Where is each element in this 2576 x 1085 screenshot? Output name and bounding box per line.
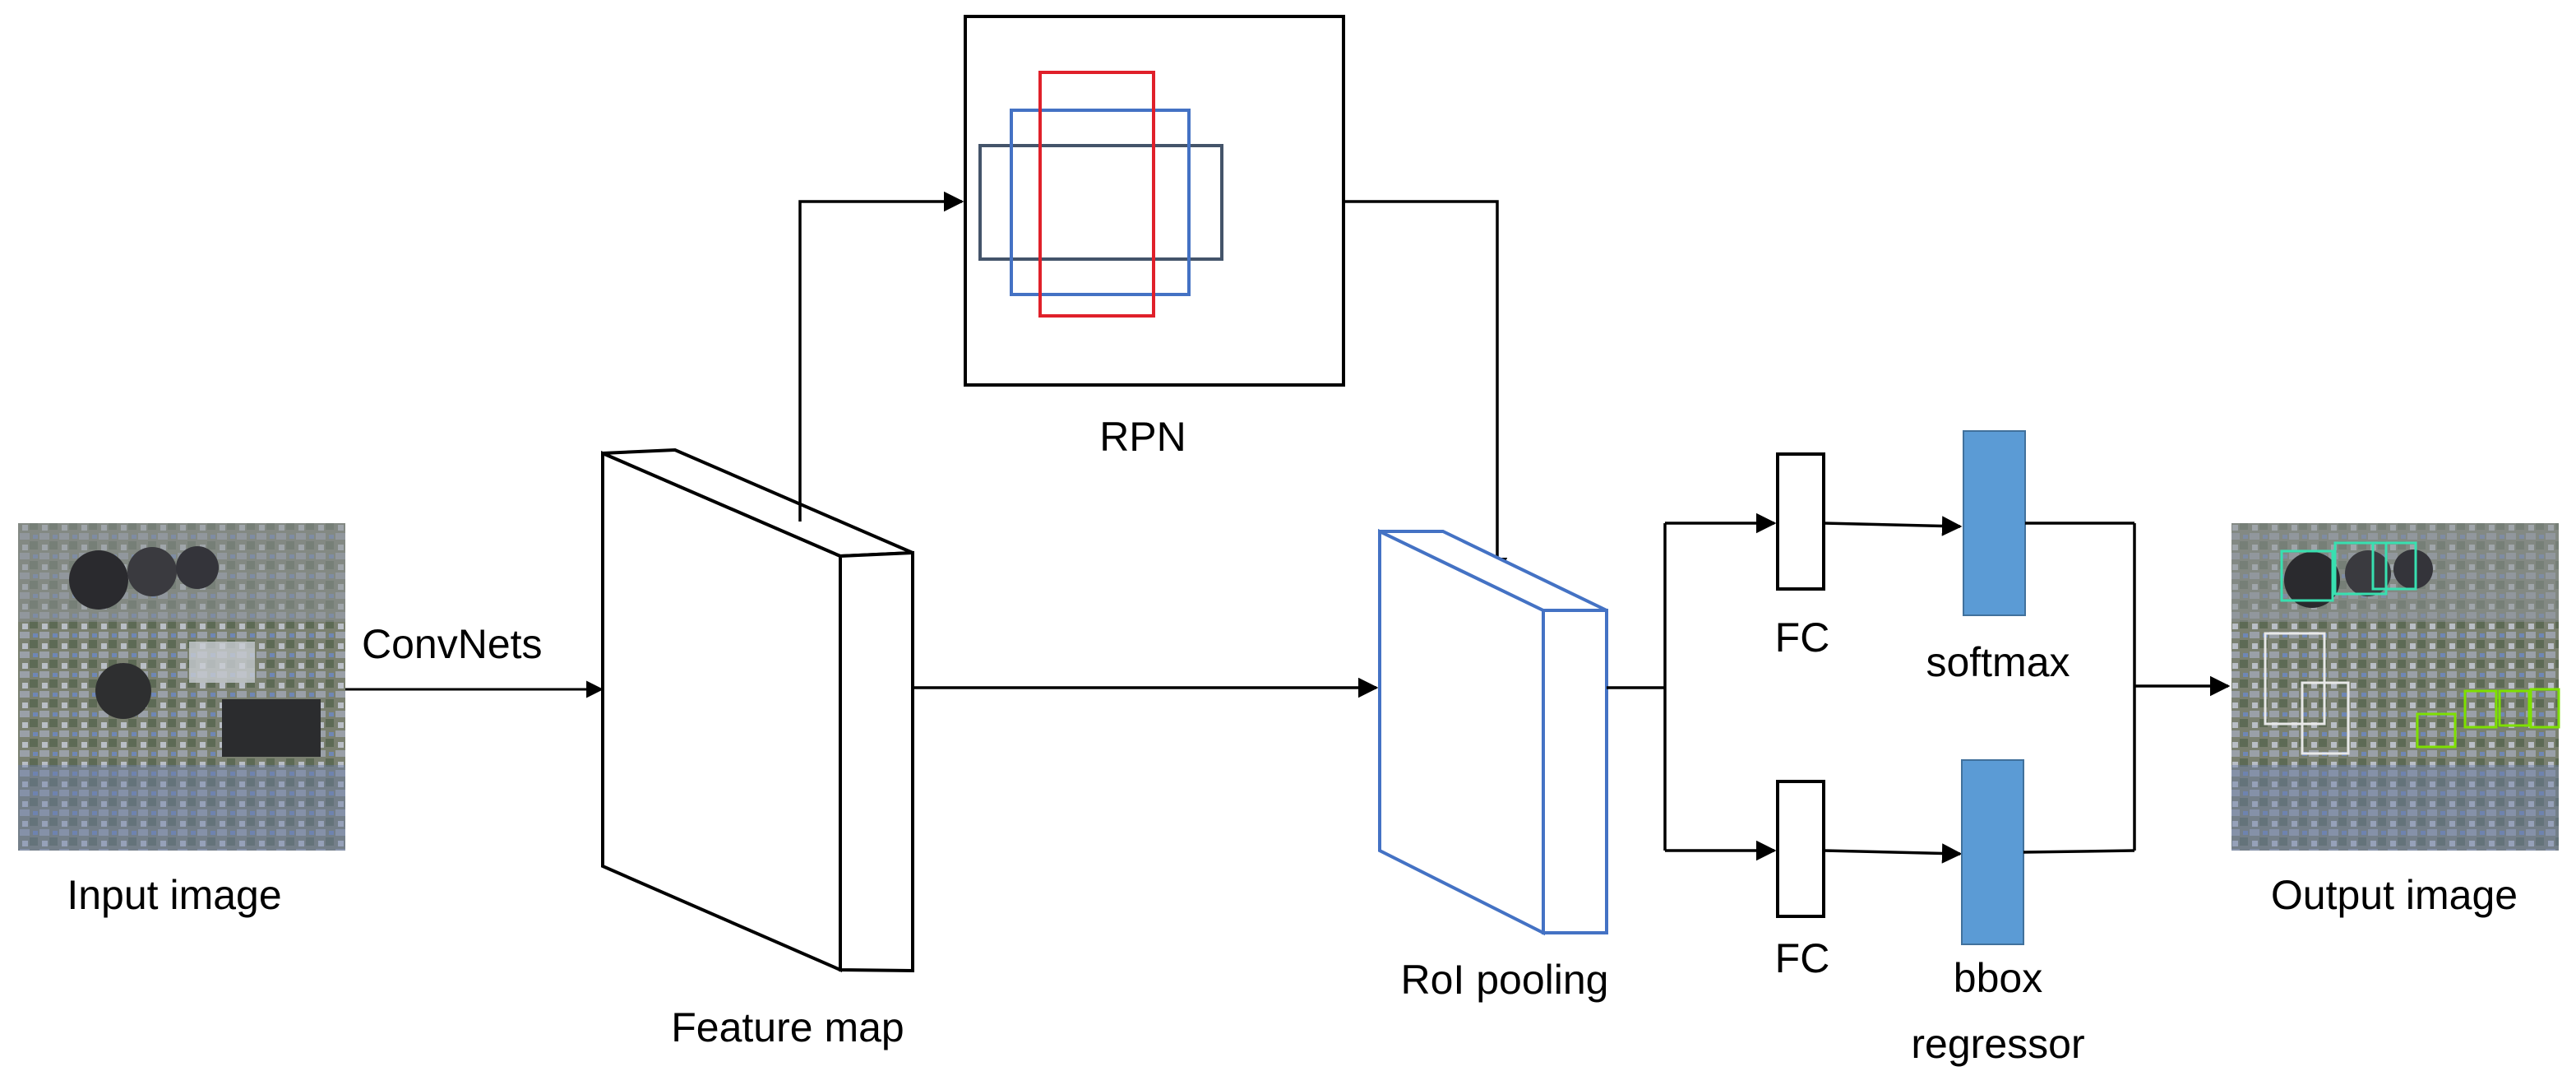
detection-box xyxy=(2264,632,2326,726)
rpn-to-roi-arrow xyxy=(1343,200,1508,578)
detection-box xyxy=(2529,688,2560,729)
fc-to-bbox-arrow xyxy=(1823,843,1963,864)
fc-to-softmax-arrow xyxy=(1823,516,1963,536)
anchor-box-slate xyxy=(978,144,1223,261)
roi-pooling-block xyxy=(1378,528,1608,936)
detection-box xyxy=(2463,689,2498,729)
detection-box xyxy=(2333,541,2388,596)
bbox-out-line xyxy=(2023,849,2135,854)
feature-to-rpn-arrow xyxy=(798,191,964,522)
detection-box xyxy=(2280,549,2334,602)
feature-map-block xyxy=(601,447,914,973)
bbox-regressor-block xyxy=(1961,759,2024,945)
rpn-label: RPN xyxy=(1099,414,1186,460)
detection-box xyxy=(2498,689,2531,727)
feature-map-label: Feature map xyxy=(671,1004,904,1050)
convnets-label: ConvNets xyxy=(362,621,543,667)
anchor-box-red xyxy=(1038,71,1155,318)
softmax-block xyxy=(1963,430,2026,616)
fc-bottom-label: FC xyxy=(1775,935,1830,981)
detection-box xyxy=(2416,712,2457,749)
input-image-label: Input image xyxy=(67,872,281,918)
input-image xyxy=(18,523,345,851)
anchor-box-blue xyxy=(1010,109,1191,296)
output-image-label: Output image xyxy=(2271,872,2518,918)
bbox-label-line1: bbox xyxy=(1954,955,2042,1001)
roi-pooling-label: RoI pooling xyxy=(1401,957,1609,1003)
bbox-label-line2: regressor xyxy=(1911,1021,2084,1067)
fc-bottom-box xyxy=(1776,780,1825,918)
detection-box xyxy=(2371,541,2417,591)
output-image xyxy=(2231,523,2560,851)
fc-top-box xyxy=(1776,452,1825,591)
detection-box xyxy=(2301,681,2350,755)
softmax-label: softmax xyxy=(1926,639,2070,685)
fc-top-label: FC xyxy=(1775,614,1830,661)
rpn-box xyxy=(964,15,1345,387)
